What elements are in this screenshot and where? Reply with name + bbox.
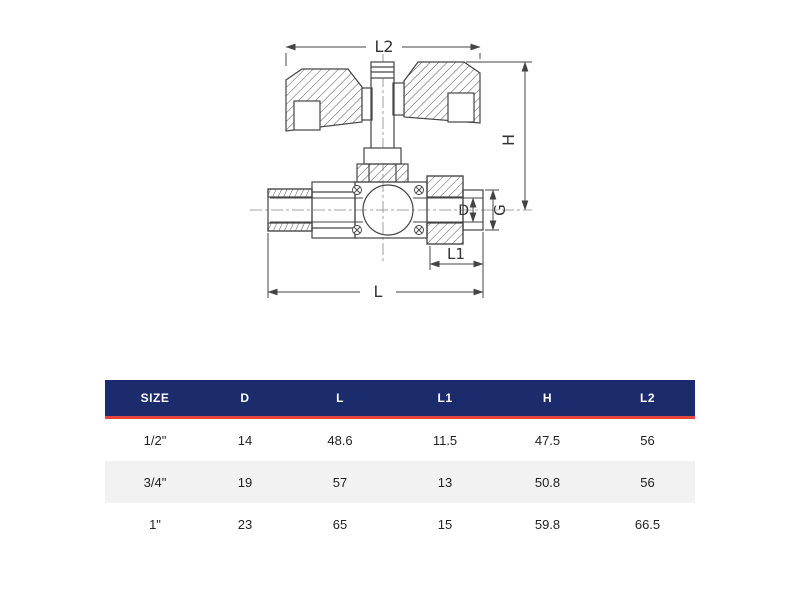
dimension-h (466, 61, 532, 211)
dim-label-d: D (458, 203, 469, 219)
spec-table-header: SIZE D L L1 H L2 (105, 380, 695, 416)
dimension-l1 (429, 232, 484, 298)
cell-l2: 56 (640, 474, 655, 490)
cell-l1: 11.5 (432, 432, 458, 448)
header-accent-line (105, 416, 695, 419)
dimension-l2 (285, 43, 481, 66)
cell-d: 19 (237, 474, 253, 490)
col-header-l: L (336, 391, 344, 405)
dim-label-l1: L1 (447, 245, 465, 263)
cell-l1: 13 (437, 474, 453, 490)
cell-l2: 66.5 (634, 516, 661, 532)
valve-body (267, 181, 483, 239)
cell-l: 48.6 (327, 432, 353, 448)
cell-d: 23 (237, 516, 253, 532)
col-header-l2: L2 (639, 391, 655, 405)
cell-h: 59.8 (534, 516, 561, 532)
col-header-h: H (542, 391, 553, 405)
cell-l1: 15 (437, 516, 453, 532)
valve-technical-drawing: L2 H G D L1 L (250, 37, 532, 301)
table-row-three-quarter-inch: 3/4" 19 57 13 50.8 56 (105, 461, 695, 503)
cell-h: 47.5 (534, 432, 561, 448)
cell-size: 3/4" (143, 474, 167, 490)
dimension-g (485, 189, 499, 231)
butterfly-handle (285, 61, 481, 132)
dim-label-l2: L2 (374, 37, 393, 56)
cell-h: 50.8 (534, 474, 561, 490)
union-nut (426, 175, 484, 245)
dim-label-g: G (491, 204, 509, 216)
seal-marks (352, 185, 424, 235)
centerlines (250, 54, 532, 262)
dim-label-l: L (374, 282, 383, 301)
cell-l: 57 (332, 474, 348, 490)
cell-d: 14 (237, 432, 253, 448)
cell-size: 1" (149, 516, 161, 532)
cell-l: 65 (332, 516, 348, 532)
dimension-l (267, 233, 484, 298)
cell-size: 1/2" (143, 432, 167, 448)
cell-l2: 56 (640, 432, 655, 448)
col-header-l1: L1 (437, 391, 453, 405)
spec-table: SIZE D L L1 H L2 1/2" 14 48.6 11.5 47.5 … (105, 380, 695, 545)
col-header-size: SIZE (140, 391, 170, 405)
col-header-d: D (240, 391, 250, 405)
table-row-half-inch: 1/2" 14 48.6 11.5 47.5 56 (105, 419, 695, 461)
valve-stem (356, 78, 409, 183)
table-row-one-inch: 1" 23 65 15 59.8 66.5 (105, 503, 695, 545)
dim-label-h: H (499, 134, 518, 146)
